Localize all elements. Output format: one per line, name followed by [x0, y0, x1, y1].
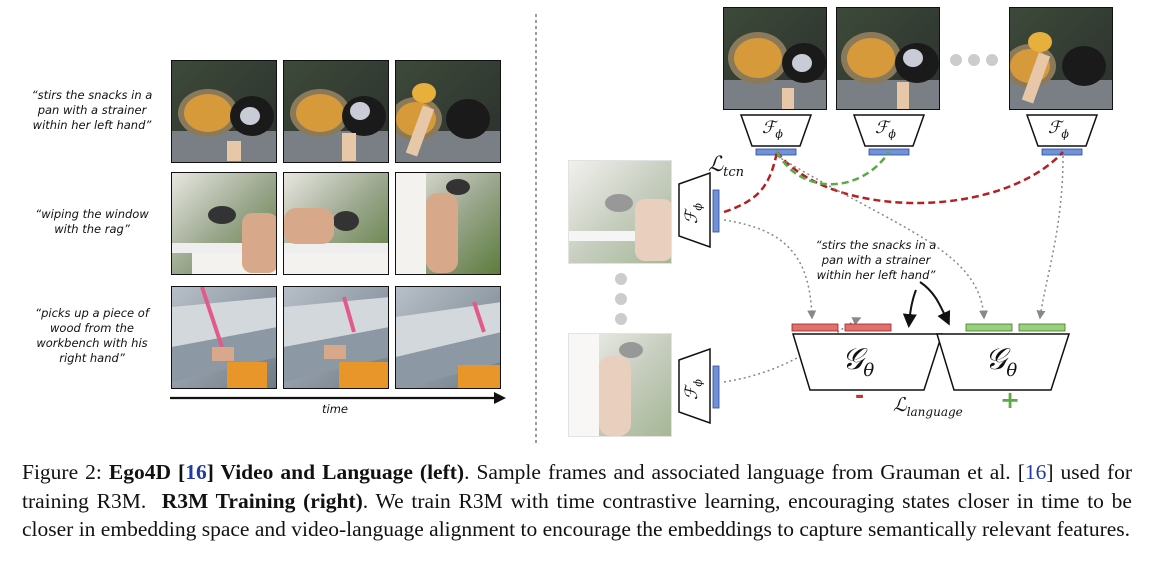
- window-frame-2: [283, 172, 389, 275]
- window-frame-1: [171, 172, 277, 275]
- time-label: time: [322, 402, 348, 416]
- ellipsis-dots-top: [946, 52, 1004, 73]
- top-frame-1: [723, 7, 827, 110]
- language-head-pos-label: 𝒢θ: [985, 342, 1018, 381]
- encoder-top-2-label: ℱϕ: [875, 118, 896, 141]
- tcn-loss-label: ℒtcn: [708, 152, 745, 181]
- row2-caption: “wiping the window with the rag”: [35, 207, 149, 236]
- caption-text-3: . We train R3M with time contrastive lea…: [22, 488, 1132, 542]
- encoder-top-1: [740, 114, 812, 156]
- caption-title-right: R3M Training (right): [161, 488, 363, 513]
- kitchen-frame-1: [171, 60, 277, 163]
- time-arrow: [170, 392, 506, 404]
- faded-frame-upper: [568, 160, 672, 264]
- negative-sign: -: [855, 384, 865, 409]
- language-head-neg-label: 𝒢θ: [842, 342, 875, 381]
- encoder-side-upper: [678, 172, 720, 248]
- positive-sign: +: [1000, 386, 1021, 414]
- top-frame-2: [836, 7, 940, 110]
- connection-lines: [723, 151, 1071, 391]
- faded-frame-lower: [568, 333, 672, 437]
- citation-16-b[interactable]: 16: [1024, 460, 1047, 484]
- caption-text-2: ] used for training R3M.: [22, 460, 1133, 513]
- row3-caption: “picks up a piece of wood from the workb…: [35, 306, 149, 365]
- encoder-top-3-label: ℱϕ: [1048, 118, 1069, 141]
- workshop-frame-3: [395, 286, 501, 389]
- caption-text-1: . Sample frames and associated language …: [464, 460, 1025, 484]
- figure-caption: Figure 2: Ego4D [16] Video and Language …: [22, 458, 1132, 544]
- kitchen-frame-2: [283, 60, 389, 163]
- row1-caption: “stirs the snacks in a pan with a strain…: [31, 88, 153, 132]
- top-frame-3: [1009, 7, 1113, 110]
- workshop-frame-1: [171, 286, 277, 389]
- language-loss-label: ℒlanguage: [893, 394, 963, 419]
- citation-16-a[interactable]: 16: [185, 460, 207, 484]
- encoder-side-lower: [678, 348, 720, 424]
- window-frame-3: [395, 172, 501, 275]
- kitchen-frame-3: [395, 60, 501, 163]
- figure-label: Figure 2:: [22, 460, 102, 484]
- ellipsis-dots-left: [612, 270, 630, 333]
- workshop-frame-2: [283, 286, 389, 389]
- language-caption: “stirs the snacks in a pan with a strain…: [815, 238, 937, 282]
- caption-title-left: Ego4D [16] Video and Language (left): [108, 460, 465, 484]
- encoder-top-1-label: ℱϕ: [762, 118, 783, 141]
